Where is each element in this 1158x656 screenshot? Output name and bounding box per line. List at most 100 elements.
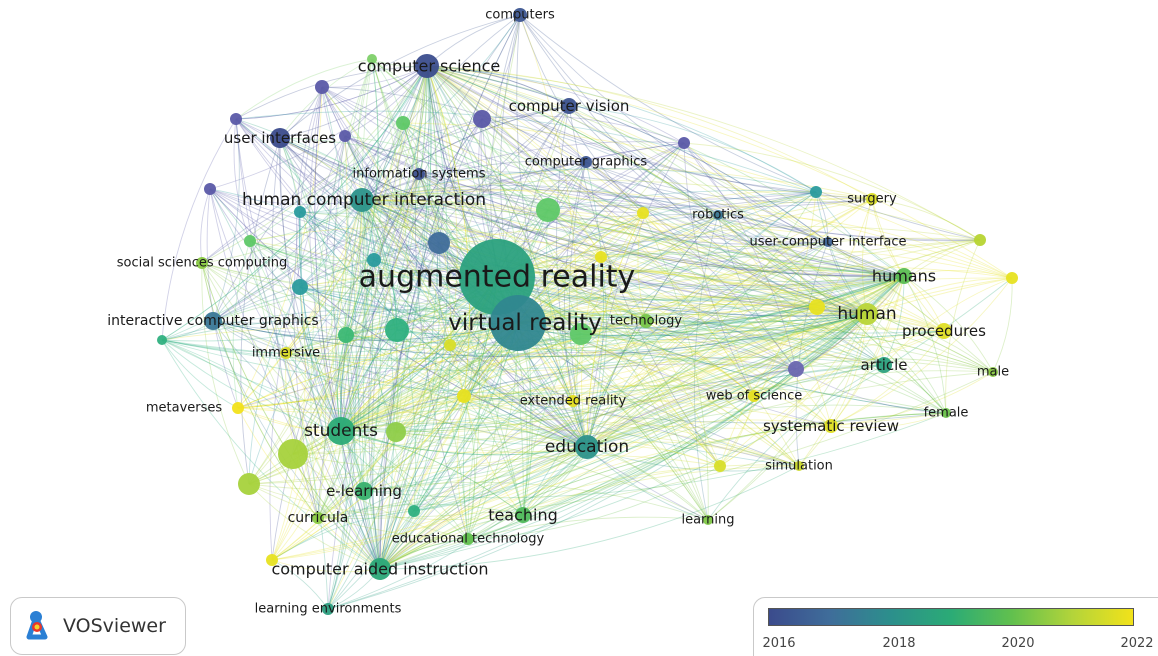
network-link: [396, 313, 868, 352]
keyword-node[interactable]: [794, 461, 804, 471]
keyword-node-unlabeled[interactable]: [278, 439, 308, 469]
keyword-node[interactable]: [355, 482, 373, 500]
keyword-node-unlabeled[interactable]: [809, 299, 825, 315]
keyword-node-unlabeled[interactable]: [386, 422, 406, 442]
network-link: [201, 262, 381, 570]
network-link: [361, 199, 709, 521]
keyword-node-unlabeled[interactable]: [457, 389, 471, 403]
keyword-node[interactable]: [369, 558, 391, 580]
network-link: [379, 306, 818, 570]
network-link: [379, 320, 647, 570]
keyword-node-unlabeled[interactable]: [570, 323, 592, 345]
keyword-node-unlabeled[interactable]: [396, 116, 410, 130]
keyword-node[interactable]: [575, 435, 599, 459]
keyword-node[interactable]: [856, 303, 878, 325]
keyword-node[interactable]: [941, 408, 951, 418]
network-link: [426, 65, 685, 144]
network-link: [299, 266, 945, 332]
network-link: [361, 118, 483, 201]
keyword-node[interactable]: [748, 390, 760, 402]
keyword-node[interactable]: [936, 323, 952, 339]
keyword-node[interactable]: [823, 237, 833, 247]
keyword-node[interactable]: [462, 533, 474, 545]
network-link: [413, 446, 588, 512]
keyword-node-unlabeled[interactable]: [204, 183, 216, 195]
keyword-node[interactable]: [515, 507, 531, 523]
keyword-node-unlabeled[interactable]: [408, 505, 420, 517]
keyword-node[interactable]: [270, 128, 290, 148]
keyword-node-unlabeled[interactable]: [473, 110, 491, 128]
keyword-node[interactable]: [639, 314, 653, 328]
network-link: [522, 333, 582, 516]
keyword-node[interactable]: [580, 156, 592, 168]
keyword-node-unlabeled[interactable]: [367, 253, 381, 267]
keyword-node[interactable]: [561, 98, 577, 114]
keyword-node[interactable]: [350, 188, 374, 212]
year-color-legend: 2016 2018 2020 2022: [753, 597, 1158, 656]
network-link: [299, 211, 381, 570]
keyword-node[interactable]: [327, 417, 355, 445]
keyword-node-unlabeled[interactable]: [595, 251, 607, 263]
keyword-node-unlabeled[interactable]: [428, 232, 450, 254]
keyword-node[interactable]: [703, 515, 713, 525]
keyword-node[interactable]: [280, 347, 292, 359]
keyword-node[interactable]: [312, 512, 324, 524]
network-link: [161, 339, 365, 492]
keyword-node[interactable]: [567, 395, 579, 407]
keyword-node[interactable]: [824, 419, 838, 433]
keyword-node-unlabeled[interactable]: [637, 207, 649, 219]
keyword-node-unlabeled[interactable]: [678, 137, 690, 149]
keyword-node[interactable]: [866, 193, 878, 205]
keyword-node-unlabeled[interactable]: [266, 554, 278, 566]
keyword-node-unlabeled[interactable]: [338, 327, 354, 343]
network-link: [285, 322, 519, 357]
network-link: [340, 239, 981, 432]
keyword-node-unlabeled[interactable]: [536, 198, 560, 222]
keyword-node[interactable]: [896, 268, 912, 284]
network-link: [237, 334, 347, 409]
keyword-node-unlabeled[interactable]: [810, 186, 822, 198]
keyword-node-unlabeled[interactable]: [788, 361, 804, 377]
keyword-node[interactable]: [988, 367, 998, 377]
network-link: [683, 142, 981, 241]
network-link: [547, 209, 829, 248]
keyword-node-unlabeled[interactable]: [292, 279, 308, 295]
keyword-node[interactable]: [204, 312, 222, 330]
keyword-node[interactable]: [413, 168, 425, 180]
network-link: [279, 137, 342, 432]
keyword-node-unlabeled[interactable]: [714, 460, 726, 472]
keyword-node-unlabeled[interactable]: [294, 206, 306, 218]
network-link: [361, 199, 832, 427]
network-link: [830, 277, 1013, 427]
network-link: [317, 446, 588, 519]
keyword-node[interactable]: [232, 402, 244, 414]
network-link: [903, 239, 981, 277]
network-link: [271, 137, 319, 519]
network-link: [379, 395, 465, 570]
keyword-node-unlabeled[interactable]: [385, 318, 409, 342]
network-link: [271, 286, 306, 561]
network-link: [992, 277, 1013, 373]
network-link: [371, 58, 588, 448]
keyword-node-unlabeled[interactable]: [367, 54, 377, 64]
keyword-node-unlabeled[interactable]: [238, 473, 260, 495]
keyword-node[interactable]: [322, 603, 334, 615]
network-link: [402, 122, 905, 277]
keyword-node-unlabeled[interactable]: [315, 80, 329, 94]
keyword-node-unlabeled[interactable]: [244, 235, 256, 247]
keyword-node[interactable]: [490, 295, 546, 351]
keyword-node[interactable]: [513, 8, 527, 22]
network-link: [413, 241, 829, 512]
network-link: [327, 275, 905, 610]
keyword-node-unlabeled[interactable]: [157, 335, 167, 345]
keyword-node-unlabeled[interactable]: [974, 234, 986, 246]
keyword-node[interactable]: [415, 54, 439, 78]
keyword-node[interactable]: [713, 210, 723, 220]
keyword-node-unlabeled[interactable]: [230, 113, 242, 125]
keyword-node-unlabeled[interactable]: [1006, 272, 1018, 284]
keyword-node[interactable]: [876, 357, 892, 373]
keyword-node-unlabeled[interactable]: [444, 339, 456, 351]
keyword-node[interactable]: [196, 257, 208, 269]
network-link: [883, 277, 1013, 366]
keyword-node-unlabeled[interactable]: [339, 130, 351, 142]
